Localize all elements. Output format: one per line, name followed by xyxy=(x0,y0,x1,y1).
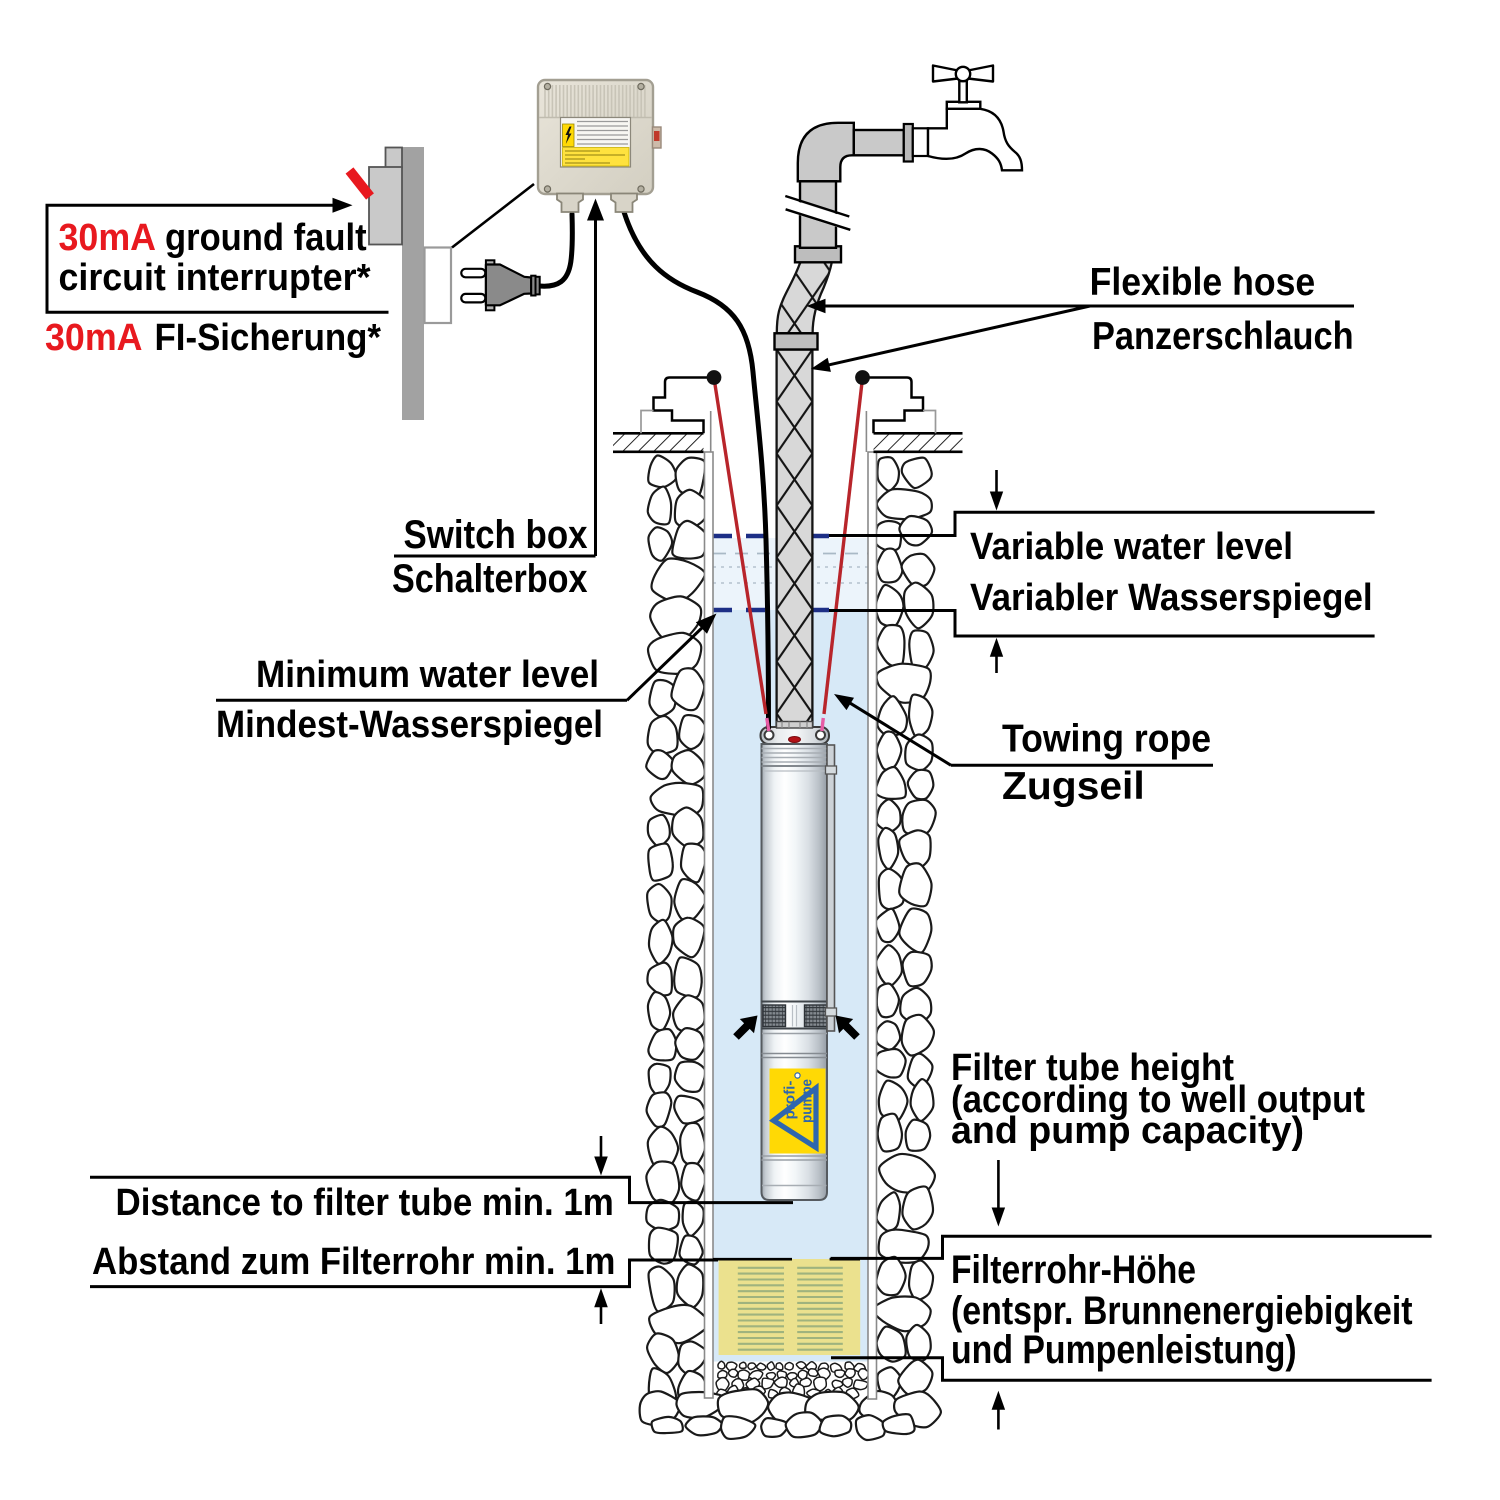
svg-text:Flexible hose: Flexible hose xyxy=(1090,261,1316,304)
svg-text:und Pumpenleistung): und Pumpenleistung) xyxy=(951,1328,1297,1372)
svg-text:Distance to filter tube min. 1: Distance to filter tube min. 1m xyxy=(116,1182,614,1224)
svg-text:Mindest-Wasserspiegel: Mindest-Wasserspiegel xyxy=(216,704,603,746)
svg-text:profi-: profi- xyxy=(783,1080,799,1119)
svg-text:Filterrohr-Höhe: Filterrohr-Höhe xyxy=(951,1248,1196,1292)
svg-text:Schalterbox: Schalterbox xyxy=(392,557,588,601)
svg-text:Towing rope: Towing rope xyxy=(1002,718,1211,761)
svg-text:30mA: 30mA xyxy=(45,317,143,359)
svg-text:(according to well output: (according to well output xyxy=(951,1079,1365,1121)
svg-text:Variable water level: Variable water level xyxy=(970,526,1293,568)
svg-text:FI-Sicherung*: FI-Sicherung* xyxy=(155,317,382,359)
svg-text:30mA: 30mA xyxy=(59,217,157,259)
svg-text:pumpe: pumpe xyxy=(800,1079,816,1123)
svg-text:Minimum water level: Minimum water level xyxy=(256,654,599,696)
svg-text:Abstand zum Filterrohr min. 1m: Abstand zum Filterrohr min. 1m xyxy=(92,1241,615,1283)
svg-text:Switch box: Switch box xyxy=(404,513,588,557)
svg-text:Zugseil: Zugseil xyxy=(1002,765,1145,808)
svg-text:Filter tube height: Filter tube height xyxy=(951,1047,1234,1089)
svg-text:Variabler Wasserspiegel: Variabler Wasserspiegel xyxy=(970,577,1373,619)
svg-text:ground fault: ground fault xyxy=(165,217,367,259)
svg-text:and pump capacity): and pump capacity) xyxy=(951,1110,1304,1152)
svg-text:(entspr. Brunnenergiebigkeit: (entspr. Brunnenergiebigkeit xyxy=(951,1289,1413,1333)
svg-text:Panzerschlauch: Panzerschlauch xyxy=(1092,315,1354,358)
svg-text:circuit interrupter*: circuit interrupter* xyxy=(59,257,371,299)
